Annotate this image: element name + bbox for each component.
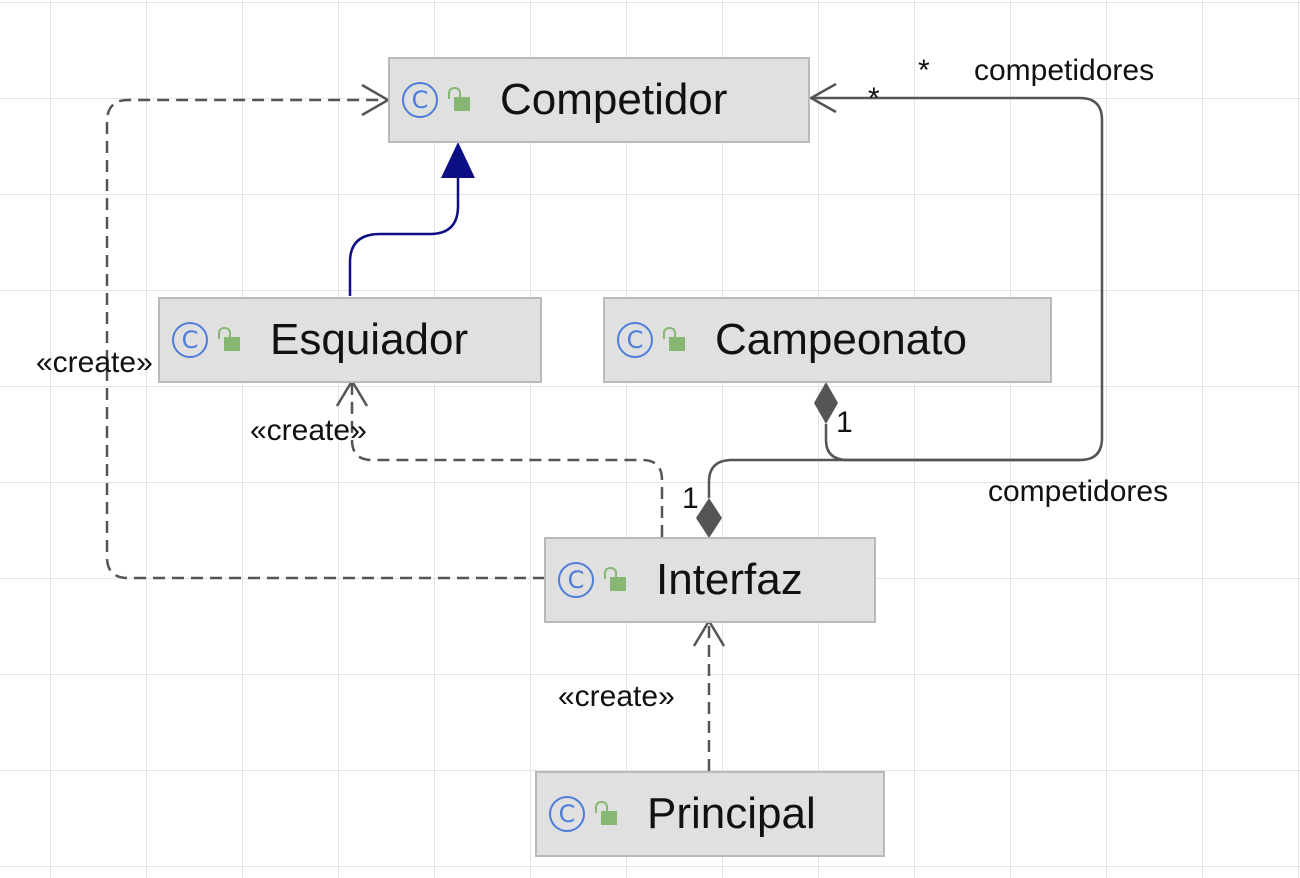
class-interfaz[interactable]: C Interfaz [544,537,876,623]
multiplicity-label: 1 [836,406,853,439]
class-name: Campeonato [715,315,967,364]
lock-icon [595,801,617,827]
dependency-edge-interfaz-competidor[interactable] [105,98,545,580]
class-esquiador[interactable]: C Esquiador [158,297,542,383]
class-icon: C [558,562,594,598]
lock-icon [663,327,685,353]
stereotype-label-create: «create» [36,346,153,379]
lock-icon [604,567,626,593]
class-principal[interactable]: C Principal [535,771,885,857]
class-name: Principal [647,789,816,838]
class-icon: C [172,322,208,358]
class-name: Interfaz [656,555,803,604]
association-edge-interfaz-competidor[interactable] [707,96,1104,498]
stereotype-label-create: «create» [250,414,367,447]
class-campeonato[interactable]: C Campeonato [603,297,1052,383]
class-icon: C [549,796,585,832]
role-label-competidores: competidores [974,54,1155,87]
lock-icon [448,87,470,113]
composition-diamond-interfaz [696,498,722,538]
stereotype-label-create: «create» [558,680,675,713]
inheritance-edge-esquiador-competidor[interactable] [348,178,460,296]
class-icon: C [402,82,438,118]
lock-icon [218,327,240,353]
multiplicity-label: * [918,54,930,87]
multiplicity-label: 1 [682,482,699,515]
association-arrowhead [808,82,837,114]
multiplicity-label: * [868,82,880,115]
class-name: Esquiador [270,315,469,364]
class-icon: C [617,322,653,358]
composition-diamond-campeonato [814,382,838,424]
class-competidor[interactable]: C Competidor [388,57,810,143]
class-name: Competidor [500,75,728,124]
association-edge-campeonato-competidor[interactable] [824,424,1080,462]
dependency-edge-interfaz-esquiador[interactable] [350,383,664,537]
inheritance-arrowhead [441,142,475,178]
role-label-competidores: competidores [988,475,1169,508]
